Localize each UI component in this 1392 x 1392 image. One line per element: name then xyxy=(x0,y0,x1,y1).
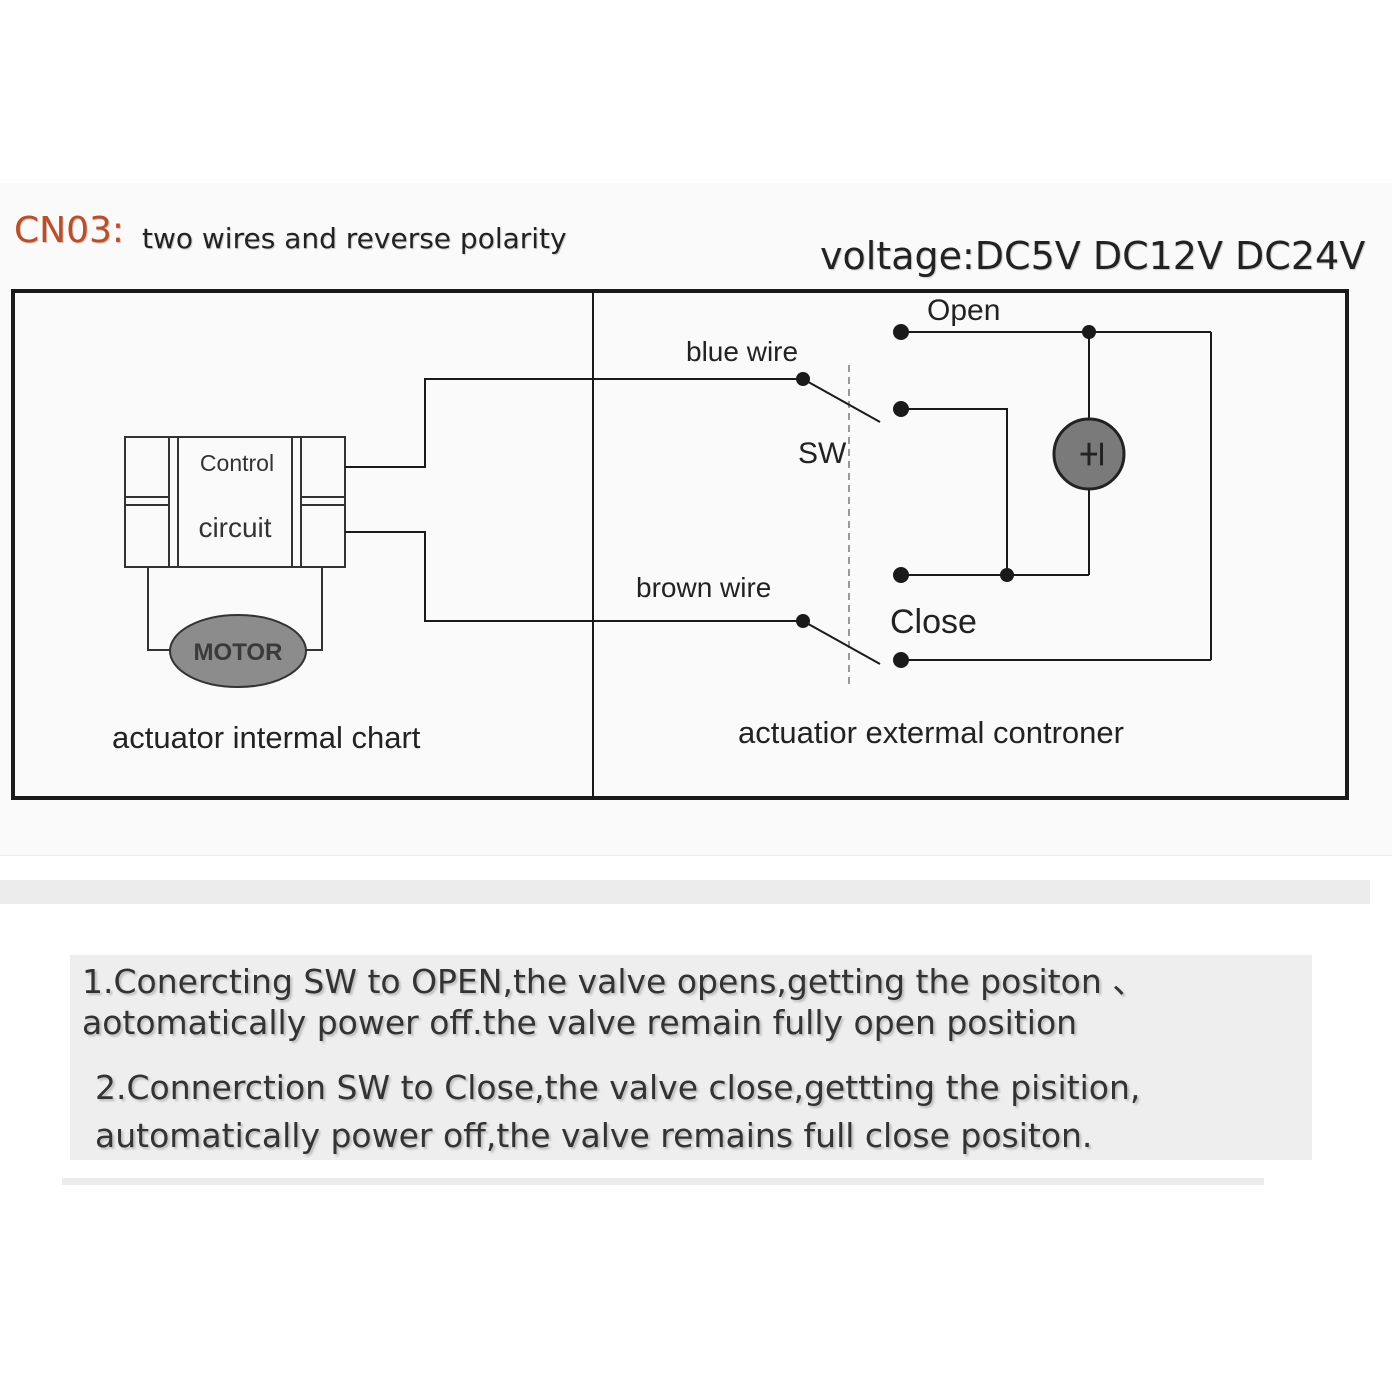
brown-wire-label: brown wire xyxy=(636,572,771,603)
instructions-panel xyxy=(70,955,1312,1160)
instruction-1-line-2: aotomatically power off.the valve remain… xyxy=(82,1003,1078,1042)
instruction-2-line-2: automatically power off,the valve remain… xyxy=(95,1116,1093,1155)
switch-blade-upper xyxy=(802,378,881,423)
motor-wiring xyxy=(147,567,323,651)
brown-wire-line xyxy=(345,531,803,622)
blue-wire-line xyxy=(345,378,803,468)
diagram-background xyxy=(0,183,1392,856)
blue-wire-label: blue wire xyxy=(686,336,798,367)
instruction-1-line-1: 1.Conercting SW to OPEN,the valve opens,… xyxy=(82,962,1146,1001)
diagram-frame xyxy=(11,289,1349,800)
terminal-dots xyxy=(796,324,1096,668)
separator-bar xyxy=(0,880,1370,904)
control-label: Control xyxy=(200,450,274,476)
close-label: Close xyxy=(890,603,977,641)
open-label: Open xyxy=(927,294,1000,327)
instruction-2-line-1: 2.Connerction SW to Close,the valve clos… xyxy=(95,1068,1141,1107)
circuit-label: circuit xyxy=(198,512,271,543)
power-source-icon xyxy=(1052,417,1126,491)
switch-blade-lower xyxy=(802,620,881,665)
motor-icon xyxy=(169,614,307,688)
separator-bar-bottom xyxy=(62,1178,1264,1185)
model-code: CN03: xyxy=(14,210,125,251)
external-caption: actuatior extermal controner xyxy=(738,715,1124,750)
voltage-spec: voltage:DC5V DC12V DC24V xyxy=(820,234,1366,278)
motor-label: MOTOR xyxy=(194,639,283,666)
internal-caption: actuator intermal chart xyxy=(112,720,421,755)
power-symbol: ± xyxy=(1071,439,1112,469)
control-circuit-box xyxy=(124,436,346,568)
diagram-subtitle: two wires and reverse polarity xyxy=(142,222,567,255)
switch-label: SW xyxy=(798,437,847,470)
